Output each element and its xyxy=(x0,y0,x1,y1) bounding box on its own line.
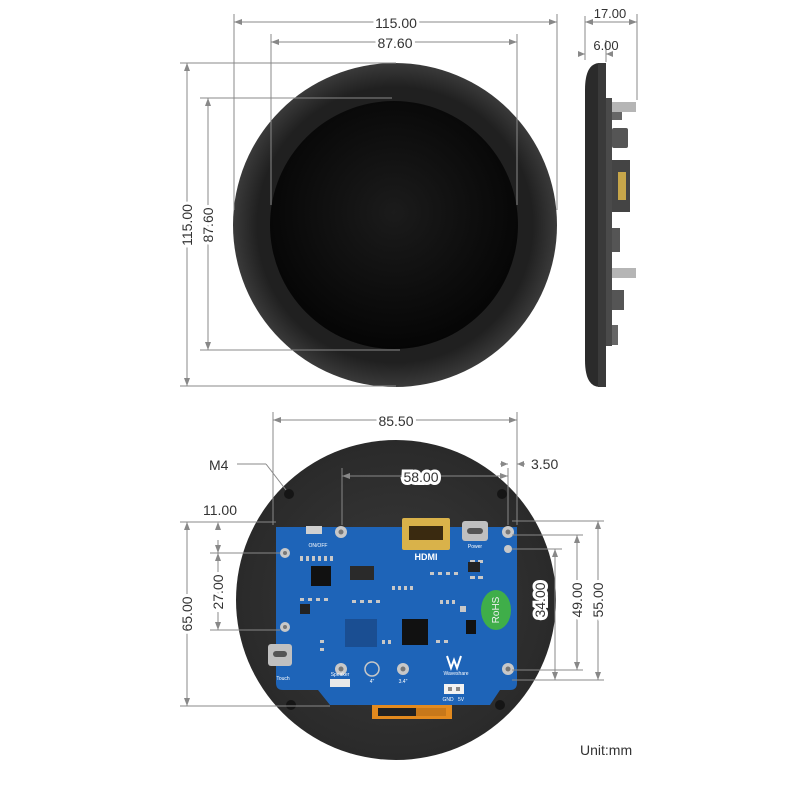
back-right-34-label: 34.00 xyxy=(532,582,548,617)
case-hole-bottom-right xyxy=(495,700,505,710)
front-outer-height-label: 115.00 xyxy=(179,204,195,246)
waveshare-logo: Waveshare xyxy=(443,655,469,677)
side-standoff-bottom xyxy=(612,268,636,278)
svg-text:HDMI: HDMI xyxy=(415,552,438,562)
rohs-badge xyxy=(481,590,511,630)
side-usbc-connector xyxy=(612,128,628,148)
side-standoff-top xyxy=(612,102,636,112)
case-hole-top-right xyxy=(497,489,507,499)
front-screen xyxy=(270,101,518,349)
back-left-height-inner-label: 27.00 xyxy=(210,574,226,609)
side-pcb xyxy=(606,98,612,346)
unit-label: Unit:mm xyxy=(580,742,633,758)
back-right-49-label: 49.00 xyxy=(569,582,585,617)
side-glass-depth-label: 6.00 xyxy=(593,38,618,53)
back-pcb xyxy=(276,527,517,705)
standoffs xyxy=(280,526,514,677)
side-view: 17.00 6.00 xyxy=(578,6,638,387)
back-hole-offset-label: 3.50 xyxy=(531,456,558,472)
front-inner-width-label: 87.60 xyxy=(377,35,412,51)
svg-text:4": 4" xyxy=(370,679,375,685)
speaker-connector xyxy=(330,679,350,687)
svg-text:5V: 5V xyxy=(458,697,465,703)
side-glass xyxy=(585,63,600,387)
m4-screw-label: M4 xyxy=(209,457,229,473)
back-hole-spacing-label: 58.00 xyxy=(403,469,438,485)
power-header xyxy=(444,684,464,694)
front-view: 115.00 87.60 115.00 87.60 xyxy=(176,12,558,387)
svg-text:ON/OFF: ON/OFF xyxy=(309,543,328,549)
back-view: HDMI Power ON/OFF xyxy=(176,410,609,760)
secondary-chip xyxy=(311,566,331,586)
onoff-switch xyxy=(306,526,322,534)
svg-text:Power: Power xyxy=(468,544,483,550)
svg-text:Waveshare: Waveshare xyxy=(443,671,468,677)
case-hole-bottom-left xyxy=(286,700,296,710)
back-top-offset-label: 11.00 xyxy=(203,502,237,518)
svg-text:3.4": 3.4" xyxy=(399,679,408,685)
back-right-55-label: 55.00 xyxy=(590,582,606,617)
case-hole-top-left xyxy=(284,489,294,499)
svg-text:Speaker: Speaker xyxy=(331,672,350,678)
main-chip xyxy=(402,619,428,645)
side-body xyxy=(598,63,606,387)
svg-text:GND: GND xyxy=(442,697,454,703)
side-total-depth-label: 17.00 xyxy=(594,6,627,21)
svg-text:Touch: Touch xyxy=(276,676,290,682)
back-left-height-outer-label: 65.00 xyxy=(179,596,195,631)
back-pcb-width-label: 85.50 xyxy=(378,413,413,429)
svg-text:RoHS: RoHS xyxy=(491,596,502,623)
front-outer-width-label: 115.00 xyxy=(375,15,417,31)
front-inner-height-label: 87.60 xyxy=(200,207,216,242)
